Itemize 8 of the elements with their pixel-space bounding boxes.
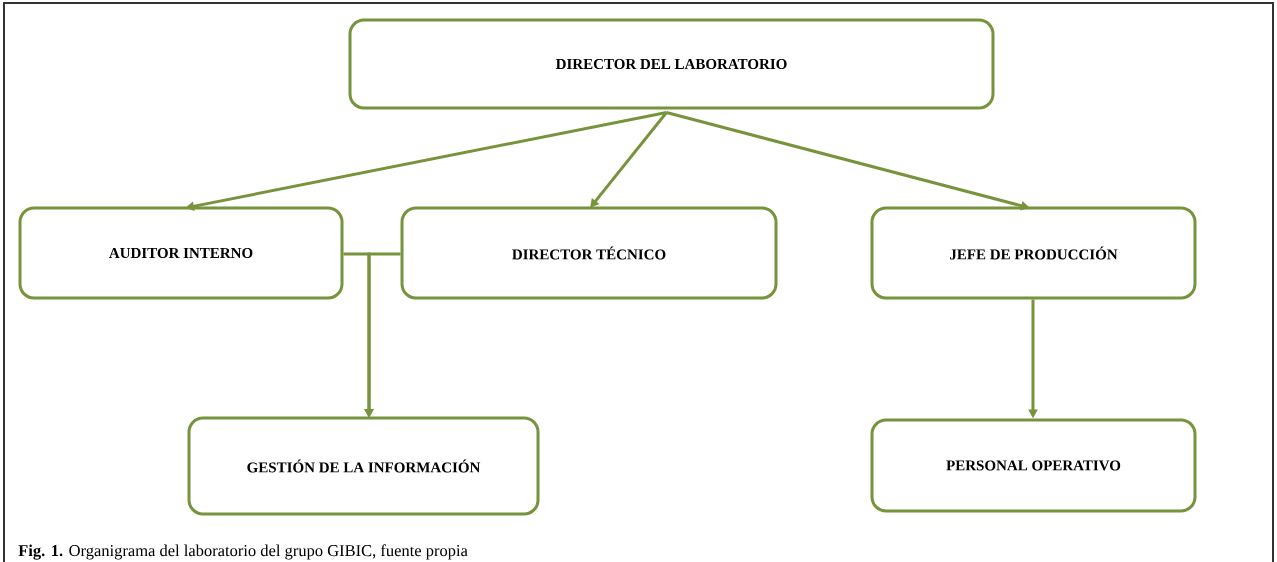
org-box: DIRECTOR DEL LABORATORIO bbox=[348, 18, 995, 110]
org-box: AUDITOR INTERNO bbox=[18, 206, 344, 300]
arrow bbox=[590, 111, 668, 208]
caption: Fig. 1. Organigrama del laboratorio del grupo GIBIC, fuente propia bbox=[18, 544, 468, 560]
org-box: PERSONAL OPERATIVO bbox=[870, 418, 1197, 513]
org-box: JEFE DE PRODUCCIÓN bbox=[870, 206, 1197, 300]
org-box: GESTIÓN DE LA INFORMACIÓN bbox=[187, 416, 540, 516]
org-box: DIRECTOR TÉCNICO bbox=[400, 206, 778, 300]
